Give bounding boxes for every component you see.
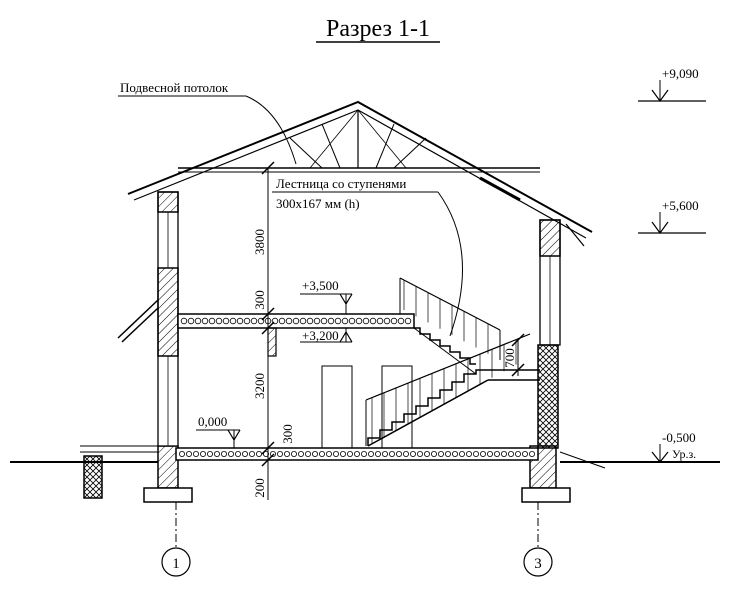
level-marker-floor2: [300, 293, 353, 343]
ground-level-label: Ур.з.: [672, 447, 696, 461]
elevation-ridge: +9,090: [662, 66, 699, 81]
vertical-dimension-chain: [261, 161, 275, 500]
elevation-ground: -0,500: [662, 430, 696, 445]
dim-slab1-thickness: 300: [280, 424, 295, 444]
left-foundation: [143, 445, 193, 503]
second-floor-slab: [177, 313, 415, 357]
roof: [127, 100, 593, 247]
stair-rise-dimension: [511, 333, 525, 377]
axis-marker-3: [523, 502, 553, 577]
staircase: [365, 277, 540, 447]
axis-marker-1: [161, 502, 191, 577]
dim-slab2-thickness: 300: [252, 290, 267, 310]
dim-foundation-top: 200: [252, 478, 267, 498]
dim-stair-rise: 700: [502, 348, 517, 368]
level-marker-eave: [638, 212, 706, 235]
lower-eave: [117, 299, 159, 343]
level-marker-ridge: [638, 80, 706, 103]
dim-upper-height: 3800: [252, 229, 267, 255]
axis-label-3: 3: [534, 556, 542, 572]
stair-label-line1: Лестница со ступенями: [276, 176, 406, 191]
level-marker-ground: [638, 444, 710, 463]
elevation-floor2-top: +3,500: [302, 278, 339, 293]
right-wall: [537, 219, 561, 449]
stair-label-line2: 300x167 мм (h): [276, 196, 360, 211]
dim-lower-height: 3200: [252, 373, 267, 399]
ceiling-leader: [118, 95, 297, 165]
level-marker-floor1: [196, 429, 241, 448]
axis-label-1: 1: [172, 556, 180, 572]
ceiling-label: Подвесной потолок: [120, 80, 229, 95]
elevation-eave: +5,600: [662, 198, 699, 213]
drawing-title: Разрез 1-1: [326, 16, 430, 42]
ground-floor-slab: [175, 447, 539, 461]
porch-post: [83, 455, 103, 499]
doors: [321, 365, 413, 449]
left-wall: [157, 191, 179, 447]
elevation-floor1: 0,000: [198, 414, 227, 429]
elevation-floor2-bottom: +3,200: [302, 328, 339, 343]
stair-leader: [272, 191, 463, 337]
